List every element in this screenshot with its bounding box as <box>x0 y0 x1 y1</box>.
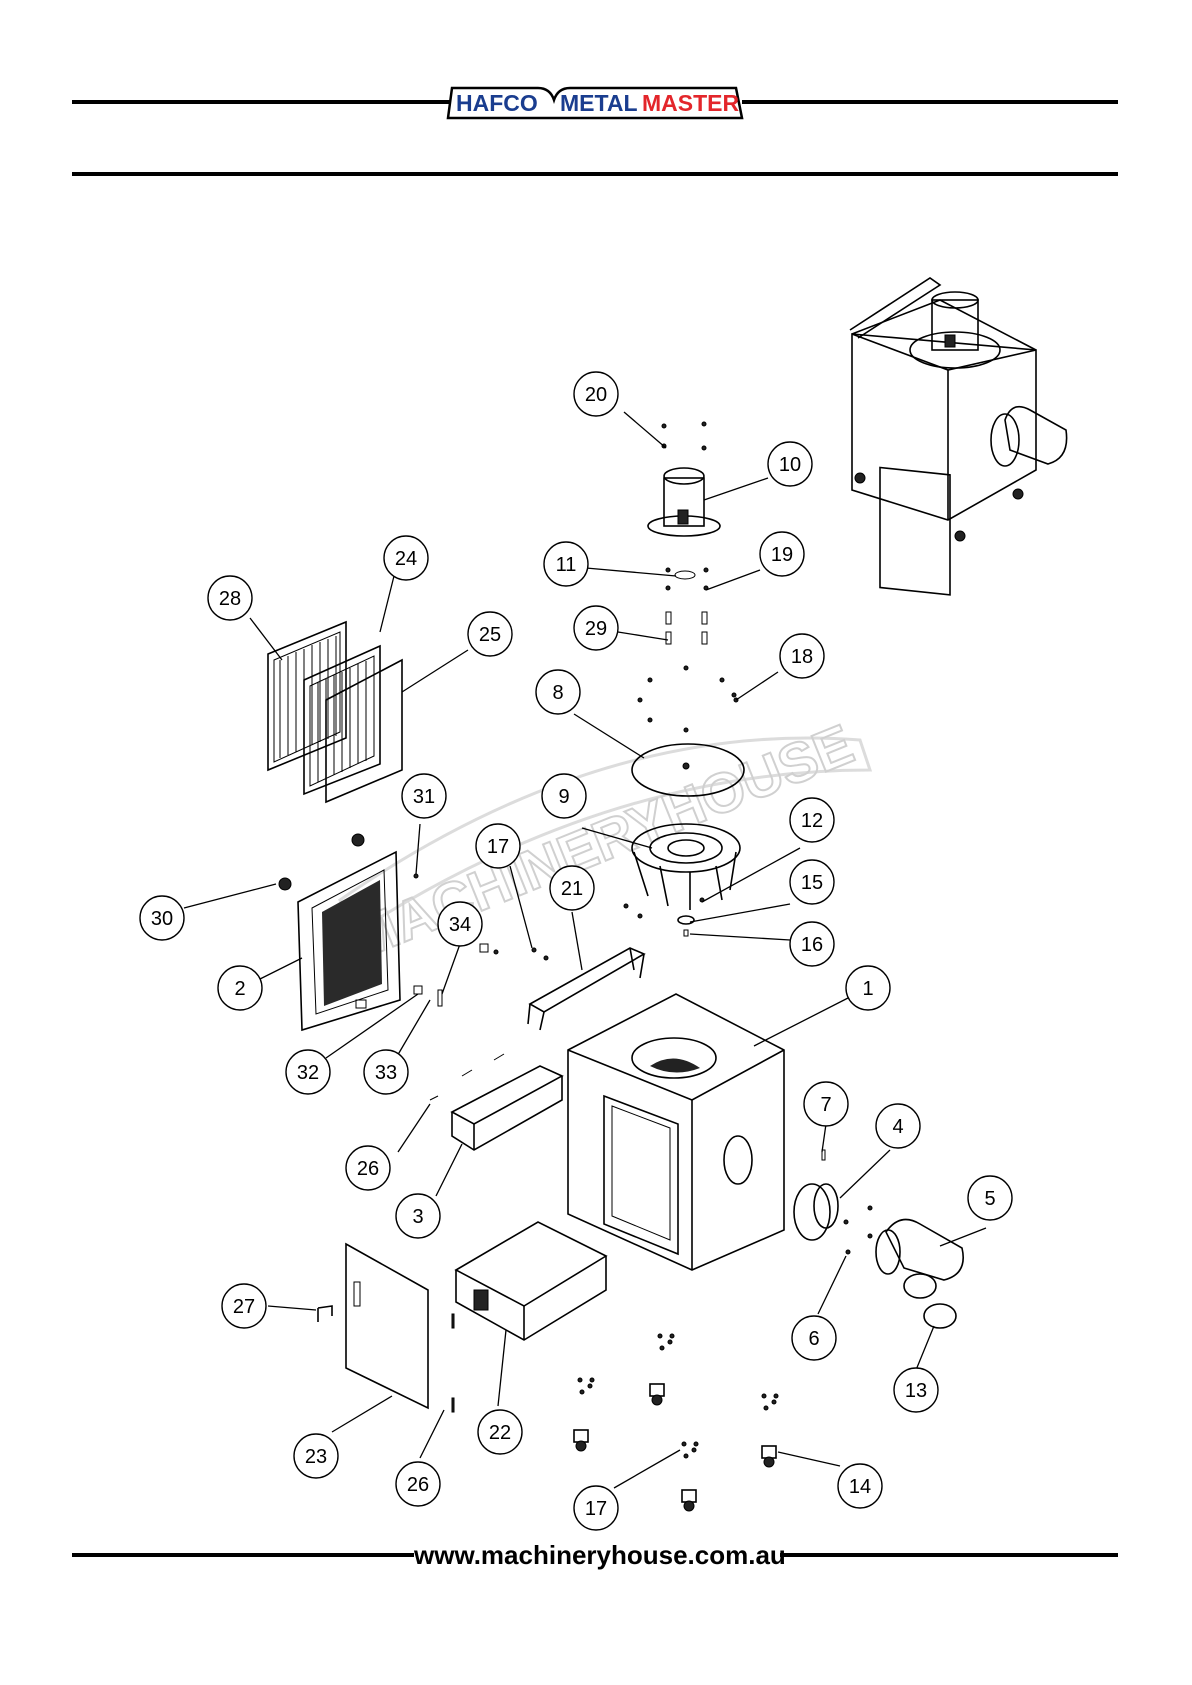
callout-30: 30 <box>140 896 184 940</box>
part-door <box>318 1244 454 1412</box>
callout-number: 33 <box>375 1062 397 1084</box>
callout-number: 22 <box>489 1422 511 1444</box>
callout-17: 17 <box>476 824 520 868</box>
callout-6: 6 <box>792 1316 836 1360</box>
callout-number: 17 <box>487 836 509 858</box>
callout-31: 31 <box>402 774 446 818</box>
callout-number: 10 <box>779 454 801 476</box>
callout-23: 23 <box>294 1434 338 1478</box>
callout-number: 25 <box>479 624 501 646</box>
callout-number: 23 <box>305 1446 327 1468</box>
callout-34: 34 <box>438 902 482 946</box>
callout-number: 16 <box>801 934 823 956</box>
callout-16: 16 <box>790 922 834 966</box>
callout-2: 2 <box>218 966 262 1010</box>
callout-5: 5 <box>968 1176 1012 1220</box>
callout-15: 15 <box>790 860 834 904</box>
part-motor <box>648 422 720 644</box>
callout-19: 19 <box>760 532 804 576</box>
callout-number: 9 <box>558 786 569 808</box>
callout-number: 28 <box>219 588 241 610</box>
callout-number: 8 <box>552 682 563 704</box>
callout-number: 32 <box>297 1062 319 1084</box>
callout-number: 6 <box>808 1328 819 1350</box>
callout-22: 22 <box>478 1410 522 1454</box>
callout-number: 29 <box>585 618 607 640</box>
callout-number: 31 <box>413 786 435 808</box>
callout-number: 11 <box>556 554 577 576</box>
footer-website-url: www.machineryhouse.com.au <box>414 1538 780 1572</box>
callout-number: 21 <box>561 878 583 900</box>
callout-14: 14 <box>838 1464 882 1508</box>
callout-24: 24 <box>384 536 428 580</box>
assembled-machine-view <box>850 278 1067 595</box>
callout-8: 8 <box>536 670 580 714</box>
callout-26: 26 <box>396 1462 440 1506</box>
callout-26: 26 <box>346 1146 390 1190</box>
part-tray <box>430 1054 562 1150</box>
callout-number: 15 <box>801 872 823 894</box>
callout-number: 24 <box>395 548 417 570</box>
callout-number: 4 <box>892 1116 903 1138</box>
callout-18: 18 <box>780 634 824 678</box>
callout-number: 3 <box>412 1206 423 1228</box>
part-bin <box>456 1222 606 1340</box>
callout-20: 20 <box>574 372 618 416</box>
callout-25: 25 <box>468 612 512 656</box>
callout-number: 18 <box>791 646 813 668</box>
part-inlet <box>794 1150 963 1328</box>
callout-number: 34 <box>449 914 471 936</box>
callout-number: 26 <box>407 1474 429 1496</box>
callout-number: 2 <box>234 978 245 1000</box>
callout-number: 20 <box>585 384 607 406</box>
callout-28: 28 <box>208 576 252 620</box>
callout-1: 1 <box>846 966 890 1010</box>
callout-number: 19 <box>771 544 793 566</box>
part-casters <box>574 1334 778 1511</box>
callout-33: 33 <box>364 1050 408 1094</box>
callout-number: 7 <box>820 1094 831 1116</box>
part-handle <box>528 948 644 1030</box>
callout-21: 21 <box>550 866 594 910</box>
callout-number: 5 <box>984 1188 995 1210</box>
callout-number: 1 <box>862 978 873 1000</box>
callout-number: 30 <box>151 908 173 930</box>
callout-number: 13 <box>905 1380 927 1402</box>
callout-number: 12 <box>801 810 823 832</box>
callout-number: 26 <box>357 1158 379 1180</box>
part-cabinet <box>568 994 784 1270</box>
callout-12: 12 <box>790 798 834 842</box>
callout-17: 17 <box>574 1486 618 1530</box>
callout-4: 4 <box>876 1104 920 1148</box>
callout-3: 3 <box>396 1194 440 1238</box>
callout-7: 7 <box>804 1082 848 1126</box>
callout-number: 17 <box>585 1498 607 1520</box>
watermark: MACHINERYHOUSE <box>340 712 870 971</box>
callout-9: 9 <box>542 774 586 818</box>
callout-11: 11 <box>544 542 588 586</box>
callout-13: 13 <box>894 1368 938 1412</box>
part-filters <box>268 622 402 802</box>
callout-27: 27 <box>222 1284 266 1328</box>
callout-number: 14 <box>849 1476 871 1498</box>
callout-number: 27 <box>233 1296 255 1318</box>
callout-32: 32 <box>286 1050 330 1094</box>
callout-10: 10 <box>768 442 812 486</box>
callout-29: 29 <box>574 606 618 650</box>
